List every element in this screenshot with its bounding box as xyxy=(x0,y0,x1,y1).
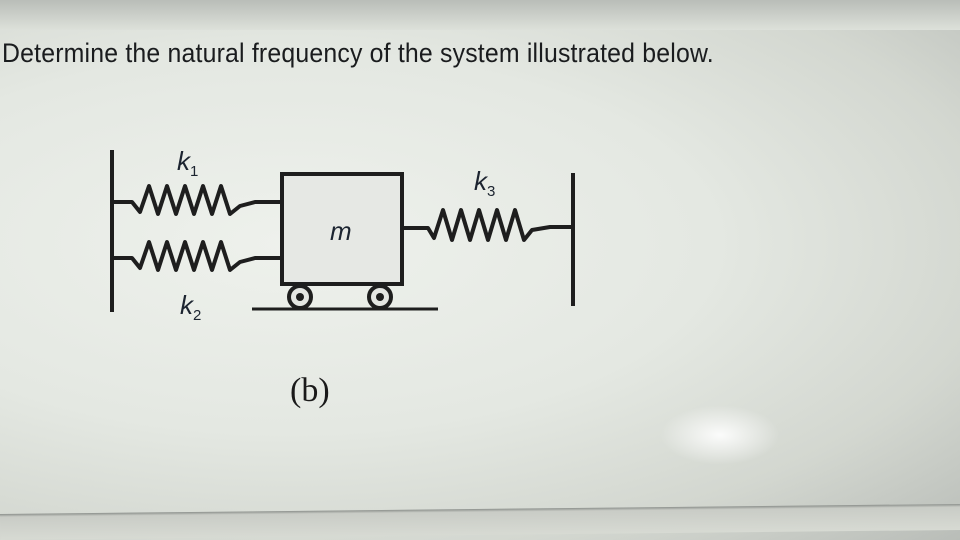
question-text: Determine the natural frequency of the s… xyxy=(2,38,714,68)
wheels xyxy=(287,284,393,310)
mass-block xyxy=(280,172,404,286)
screen-glare xyxy=(660,405,780,465)
spring-label-k1: k1 xyxy=(177,146,199,181)
spring-k3 xyxy=(402,208,573,242)
spring-k1 xyxy=(112,184,282,216)
spring-k2 xyxy=(112,240,282,272)
mass-label: m xyxy=(330,216,352,246)
spring-label-k2: k2 xyxy=(180,290,202,325)
top-edge xyxy=(0,0,960,30)
spring-label-k3: k3 xyxy=(474,166,496,201)
figure-caption: (b) xyxy=(290,372,330,409)
